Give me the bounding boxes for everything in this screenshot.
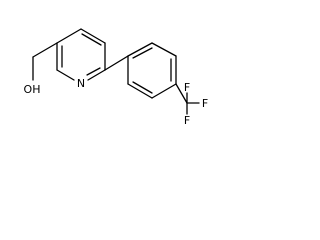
atom-label-f-right: F <box>202 97 208 110</box>
atom-label-f-top: F <box>184 81 190 94</box>
bond-c5-c6 <box>87 69 106 81</box>
molecule-canvas: N OH F F F <box>21 28 208 127</box>
bond-b4-b5 <box>151 83 177 99</box>
bond-c5-c6-inner <box>86 67 101 76</box>
bond-c3-c4 <box>80 28 106 44</box>
bond-ring-cf3 <box>175 83 188 104</box>
atom-label-n: N <box>77 77 85 90</box>
bond-ring-ch2 <box>32 42 58 58</box>
pyridine-ring <box>56 28 106 81</box>
bond-b5-b6 <box>127 83 153 99</box>
trifluoromethyl-group <box>175 83 200 115</box>
bond-c2-c3 <box>56 28 82 44</box>
atom-label-f-bottom: F <box>184 114 190 127</box>
hydroxymethyl-group <box>32 42 58 81</box>
bond-b1-b2 <box>127 42 153 57</box>
bond-c3-c4-inner <box>81 33 102 46</box>
structure-diagram: N OH F F F <box>0 0 223 141</box>
bond-b5-b6-inner <box>132 81 153 94</box>
bond-biaryl <box>104 55 129 71</box>
bond-b1-b2-inner <box>132 47 153 59</box>
bond-n-c2 <box>56 69 75 81</box>
bond-b2-b3 <box>151 42 177 57</box>
atom-label-oh: OH <box>24 83 41 96</box>
benzene-ring <box>127 42 177 99</box>
